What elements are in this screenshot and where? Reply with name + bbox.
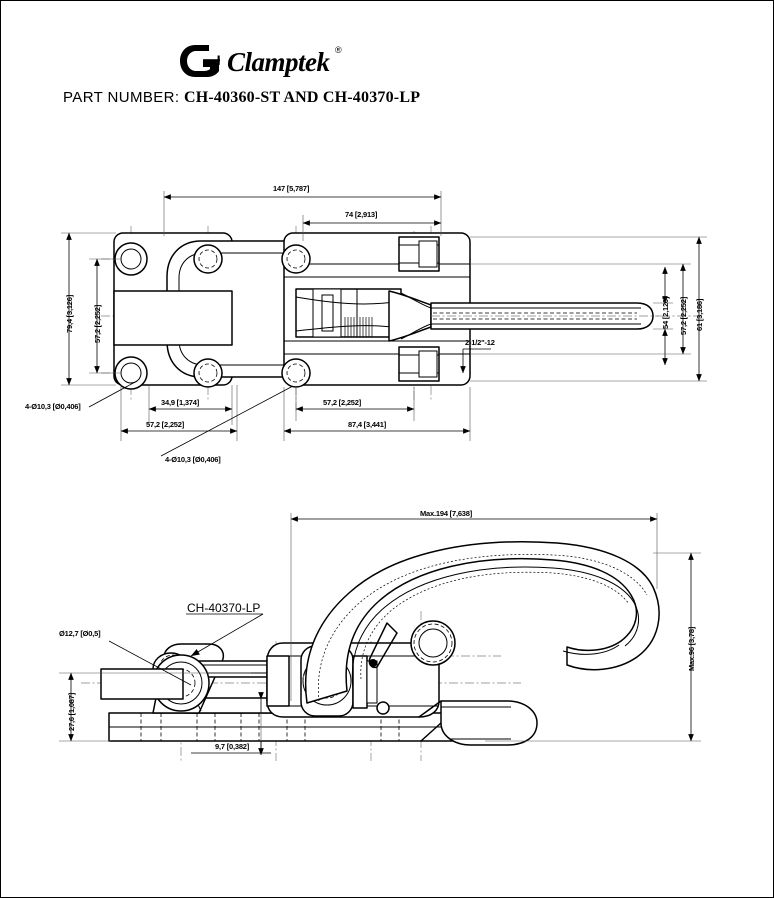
clamptek-g-logo-icon	[180, 45, 220, 77]
top-view-hook-arm	[113, 240, 302, 378]
callout-latch-plate: CH-40370-LP	[187, 601, 261, 615]
dim-hole-callout-left: 4-Ø10,3 [Ø0,406]	[25, 402, 81, 411]
part-number-value: CH-40360-ST AND CH-40370-LP	[183, 89, 421, 106]
dim-handle-block-length: 74 [2,913]	[345, 210, 378, 219]
top-view-pivot-holes	[193, 244, 223, 388]
brand-logo: Clamptek ®	[179, 41, 379, 89]
dim-rod-width: 54 [2,126]	[661, 296, 670, 329]
top-view-cam-detail	[295, 288, 402, 338]
dim-body-width: 57,2 [2,252]	[679, 296, 688, 335]
dim-mount-overall: 87,4 [3,441]	[348, 420, 387, 429]
side-view-body-housing	[100, 642, 440, 718]
dim-max-height: Max.96 [3,78]	[687, 626, 696, 671]
dim-overall-width: 61 [3,186]	[695, 298, 704, 331]
side-view-handle	[304, 541, 660, 746]
dim-hole-spacing-outer: 57,2 [2,252]	[146, 420, 185, 429]
dim-pin-diameter: Ø12,7 [Ø0,5]	[59, 629, 101, 638]
logo-wordmark: Clamptek	[227, 47, 330, 77]
dim-base-thickness: 9,7 [0,382]	[215, 742, 250, 751]
dim-hole-spacing-vertical: 57,2 [2,252]	[93, 304, 102, 343]
top-view-dimension-lines	[61, 191, 707, 457]
top-view-hex-nuts	[398, 236, 440, 382]
registered-mark-icon: ®	[335, 45, 342, 55]
dim-overall-length: 147 [5,787]	[273, 184, 310, 193]
dim-thread-callout: 2-1/2"-12	[465, 338, 495, 347]
dim-mount-hole-spacing: 57,2 [2,252]	[323, 398, 362, 407]
dim-hole-spacing-inner: 34,9 [1,374]	[161, 398, 200, 407]
part-number-label: PART NUMBER:	[63, 89, 180, 106]
dim-base-to-hook: 27,6 [1,087]	[67, 692, 76, 731]
part-number-row: PART NUMBER: CH-40360-ST AND CH-40370-LP	[63, 89, 420, 109]
side-view-dimension-lines	[59, 513, 701, 756]
dim-max-length: Max.194 [7,638]	[420, 509, 473, 518]
dim-base-height: 79,4 [3,126]	[65, 294, 74, 333]
dim-hole-callout-right: 4-Ø10,3 [Ø0,406]	[165, 455, 221, 464]
side-view-pivot-boss	[300, 600, 456, 682]
top-view-threaded-rod	[430, 302, 661, 330]
